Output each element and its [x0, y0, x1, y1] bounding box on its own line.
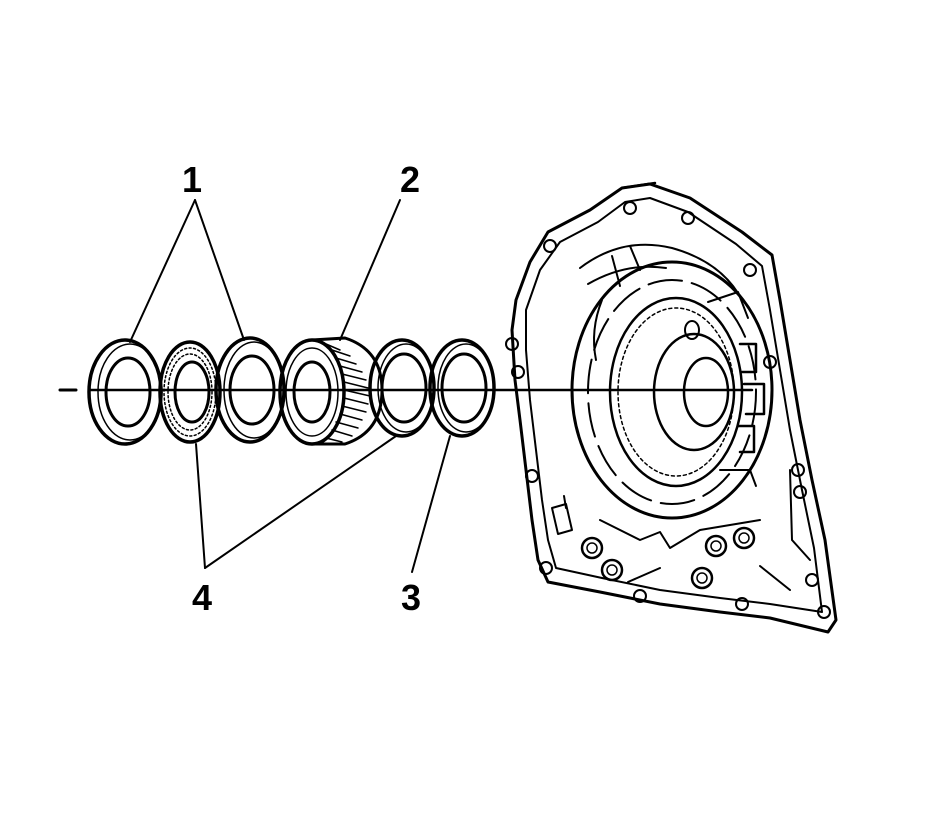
callout-1: 1: [182, 159, 202, 200]
thrust-washer-right: [368, 338, 436, 438]
bolt-holes: [505, 201, 831, 619]
thrust-washer-left: [87, 338, 163, 446]
leader-lines: [129, 199, 451, 573]
thrust-washer-center: [214, 336, 286, 444]
callout-4: 4: [192, 577, 212, 618]
callout-2: 2: [400, 159, 420, 200]
thrust-washer-outer: [428, 338, 496, 438]
transmission-case-housing: [505, 181, 838, 634]
lower-passages: [551, 469, 811, 591]
housing-bore: [570, 260, 774, 520]
upper-channel: [579, 243, 743, 361]
needle-bearing-left: [158, 340, 222, 444]
callout-3: 3: [401, 577, 421, 618]
